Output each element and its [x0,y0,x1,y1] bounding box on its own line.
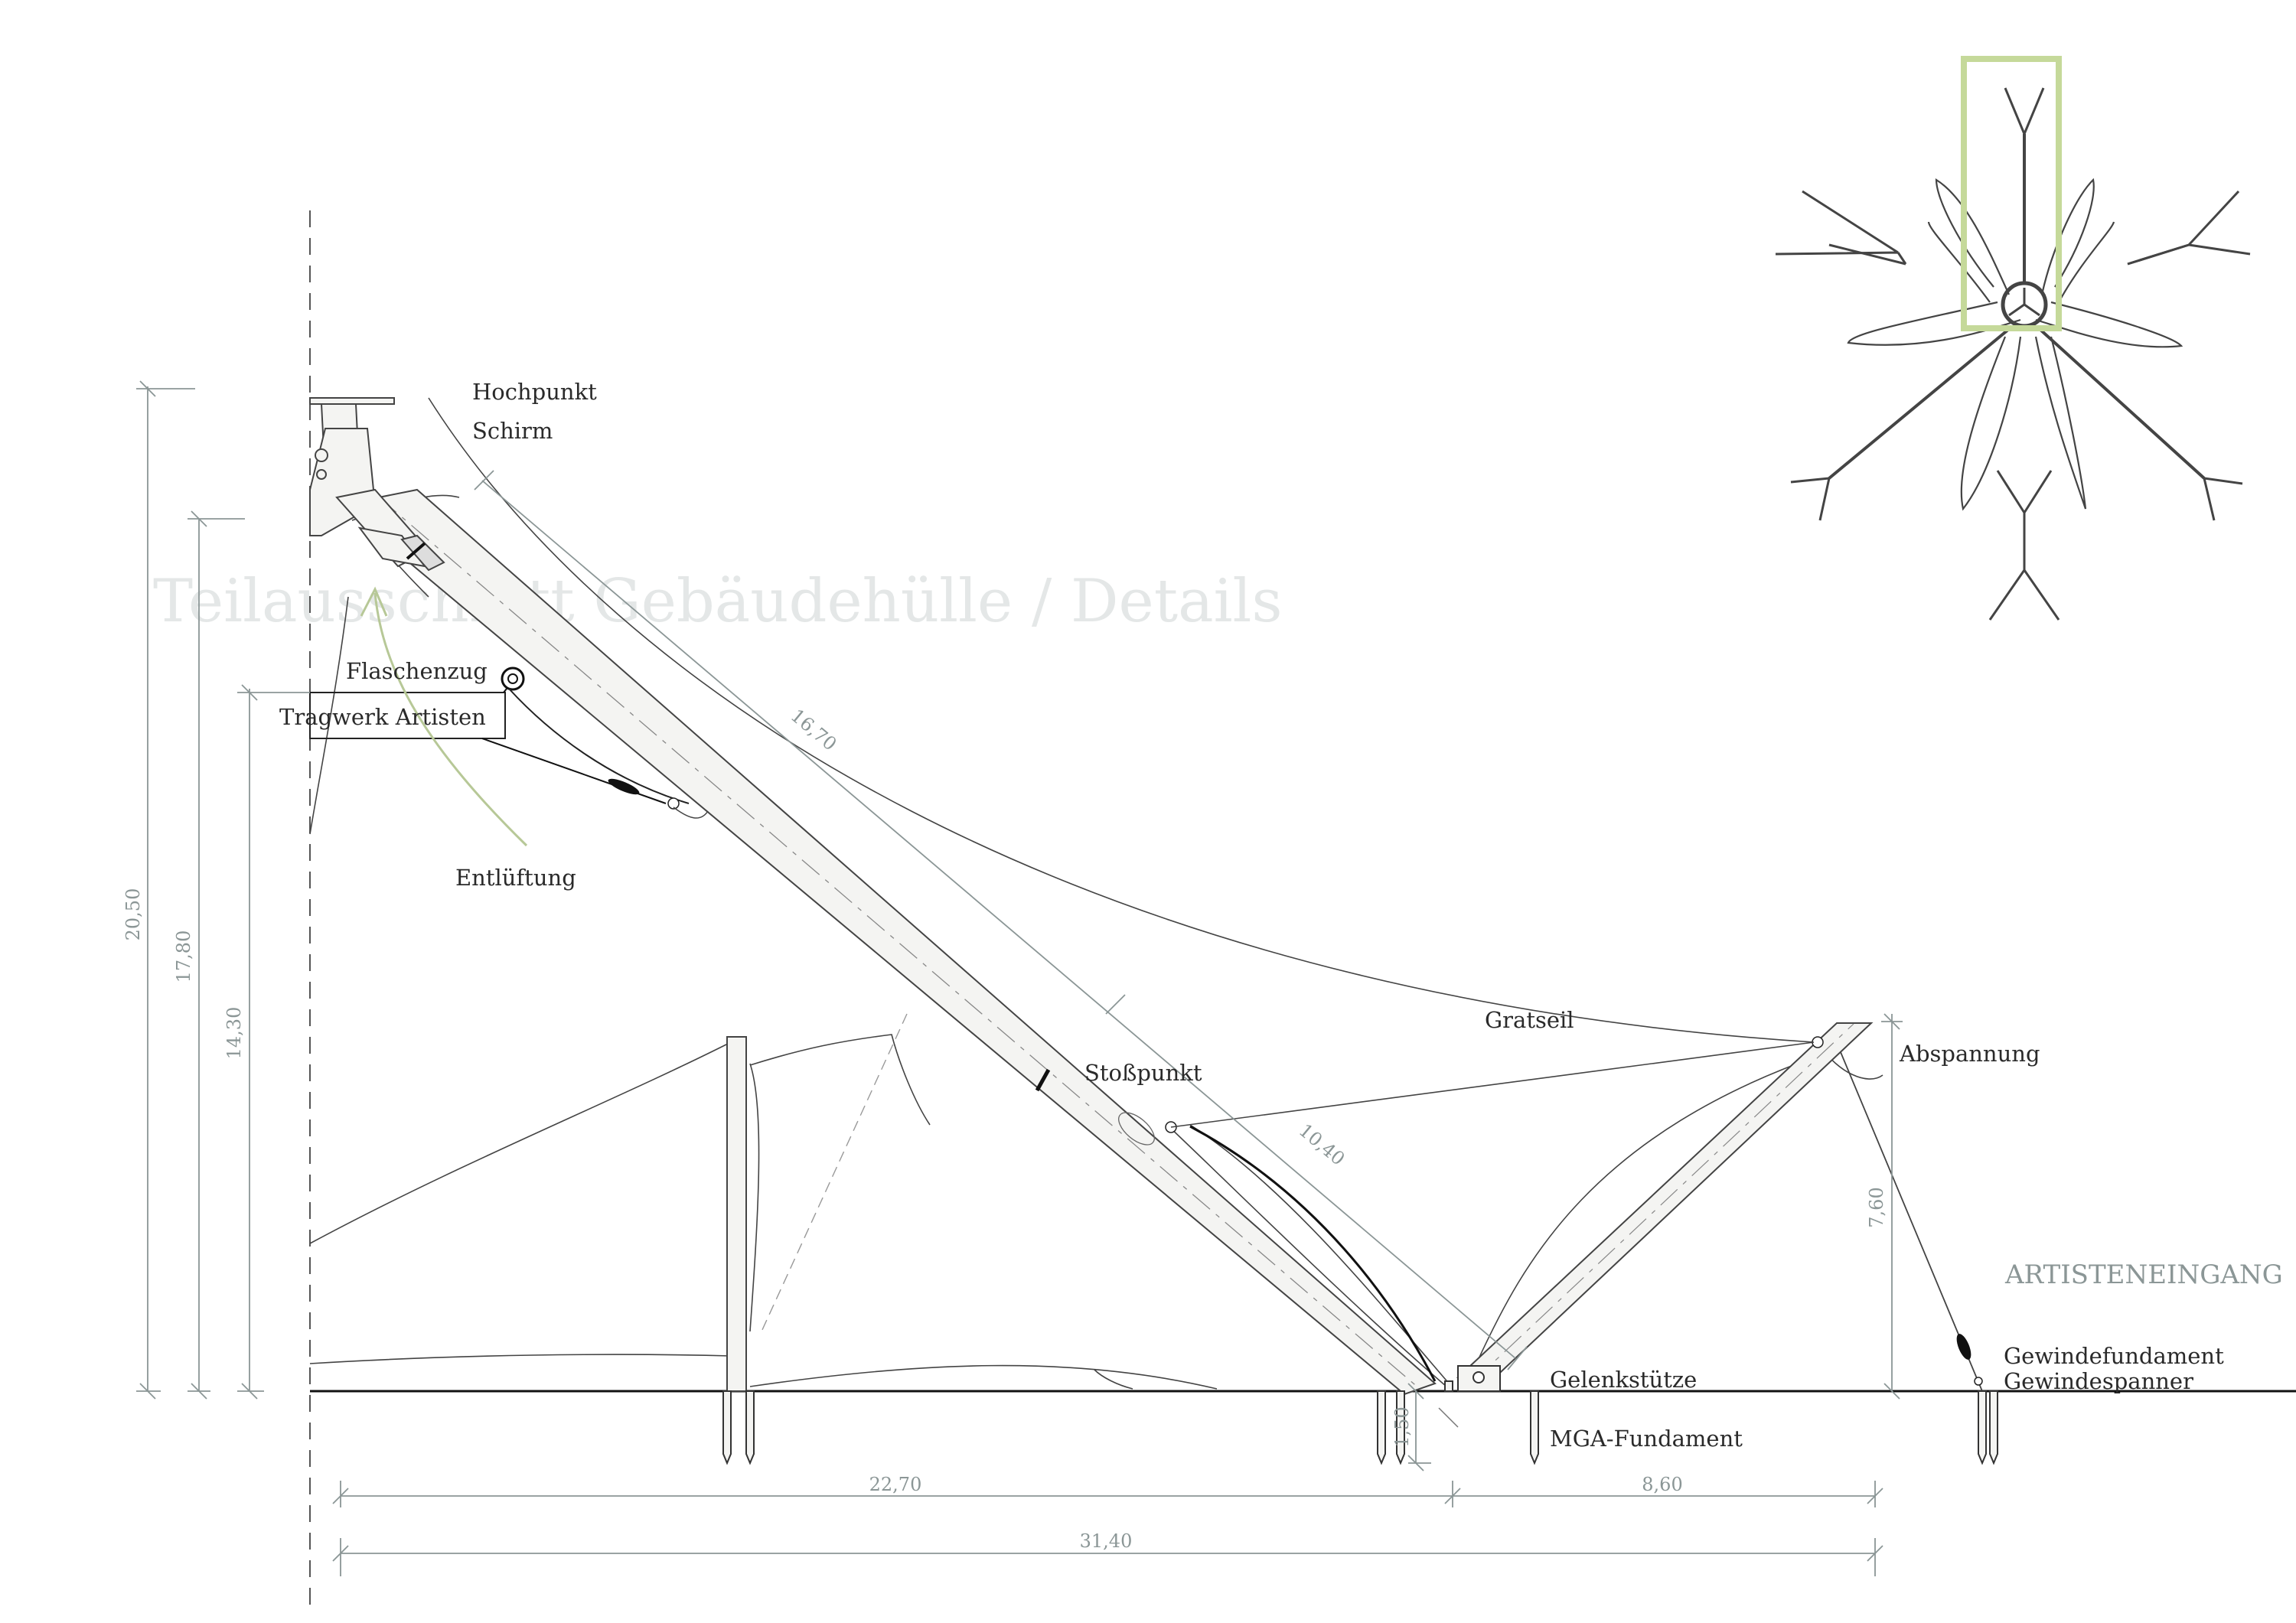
dim-20-50: 20,50 [122,888,144,941]
dim-1-50: 1,50 [1391,1406,1413,1447]
head-band [406,542,426,560]
label-mga-fundament: MGA-Fundament [1550,1426,1743,1452]
abspannung-mast [1456,1022,1874,1385]
flaschenzug-pulley-icon [501,666,525,691]
label-gratseil: Gratseil [1485,1007,1574,1033]
label-schirm: Schirm [472,418,553,444]
dim-16-70: 16,70 [787,705,841,755]
label-artisteneingang: ARTISTENEINGANG [2004,1260,2283,1290]
dim-17-80: 17,80 [173,930,194,983]
label-gewindefundament: Gewindefundament [2004,1343,2224,1369]
label-flaschenzug: Flaschenzug [346,658,488,684]
tent-post [726,1036,747,1392]
dim-22-70: 22,70 [869,1474,922,1495]
dim-14-30: 14,30 [223,1007,245,1060]
tragwerk-artisten-box [309,692,506,739]
label-gewindespanner: Gewindespanner [2004,1368,2193,1394]
foundations [722,1390,1998,1465]
plan-key [1775,87,2251,621]
label-gelenkstuetze: Gelenkstütze [1550,1367,1697,1393]
interior-dashed-line [761,1013,908,1332]
label-hochpunkt: Hochpunkt [472,379,597,405]
dim-31-40: 31,40 [1080,1530,1133,1552]
gelenkstuetze-bearing [1438,1365,1501,1428]
plan-key-highlight [1961,56,2062,331]
label-tragwerk-artisten: Tragwerk Artisten [279,704,486,730]
dim-7-60: 7,60 [1866,1187,1887,1227]
mast-head [309,397,445,572]
label-stosspunkt: Stoßpunkt [1084,1060,1202,1086]
label-abspannung: Abspannung [1899,1041,2040,1067]
stoss-joint-band [1035,1068,1051,1092]
dim-8-60: 8,60 [1642,1474,1682,1495]
dim-10-40: 10,40 [1295,1119,1349,1170]
turnbuckle-icon [608,778,640,795]
sheet-title-watermark: Teilausschnitt Gebäudehülle / Details [153,567,1283,636]
entlueftung-arrow-icon [373,592,528,847]
label-entlueftung: Entlüftung [455,865,576,891]
membrane-cables [309,397,1883,1390]
dimension-lines [136,380,1903,1576]
gewindespanner-icon [1956,1334,1971,1360]
main-mast-centerline [378,497,1420,1390]
